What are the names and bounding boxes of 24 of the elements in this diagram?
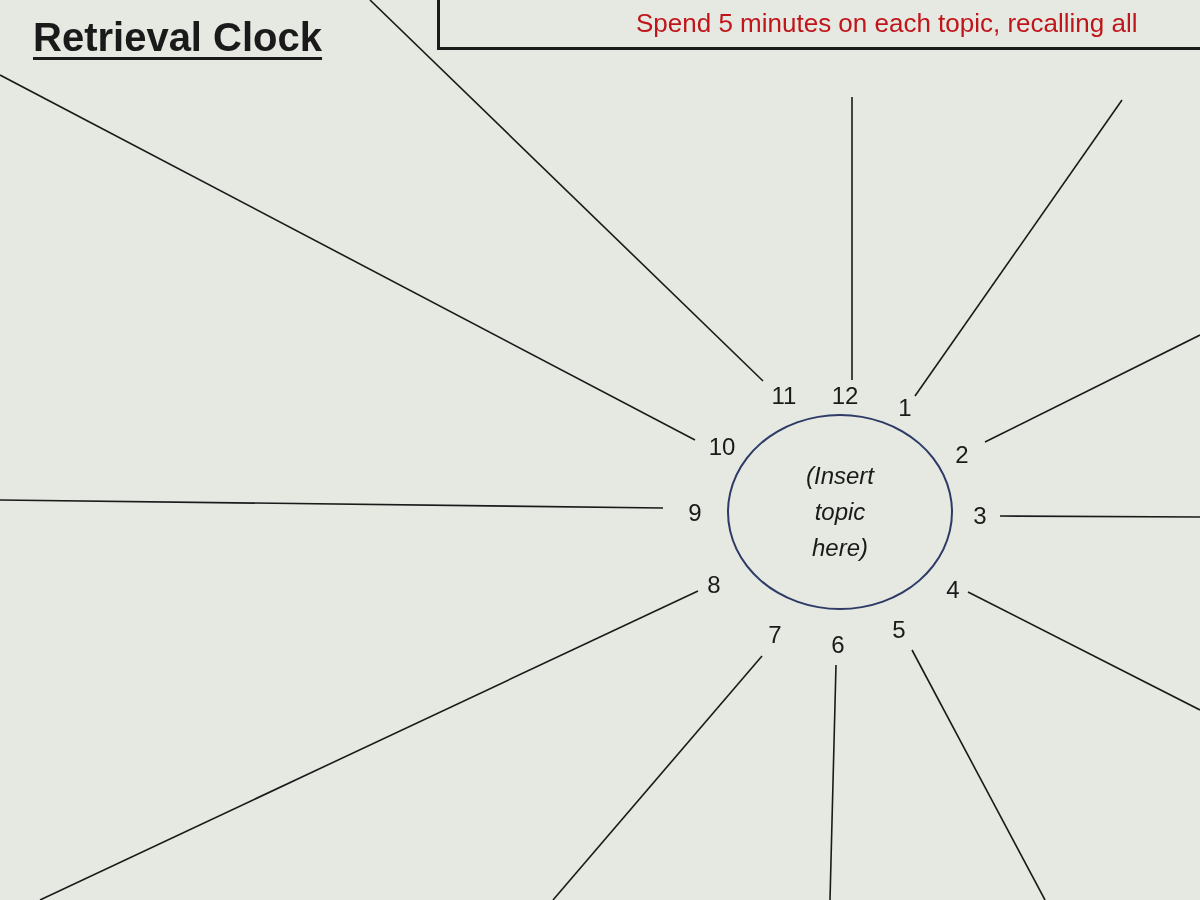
clock-line <box>39 590 699 900</box>
clock-number: 9 <box>688 501 702 525</box>
clock-number: 3 <box>973 504 987 528</box>
clock-line <box>999 515 1200 518</box>
clock-line <box>967 591 1200 711</box>
clock-line <box>552 655 763 900</box>
clock-number: 5 <box>892 618 906 642</box>
clock-line <box>0 74 696 441</box>
clock-number: 12 <box>831 384 859 408</box>
clock-number: 7 <box>768 623 782 647</box>
clock-number: 11 <box>771 384 797 408</box>
clock-number: 6 <box>831 633 845 657</box>
clock-line <box>914 99 1123 397</box>
clock-line <box>0 499 664 509</box>
page-title: Retrieval Clock <box>33 14 323 61</box>
clock-number: 2 <box>955 443 969 467</box>
instruction-box <box>437 0 1200 50</box>
clock-line <box>911 649 1046 900</box>
instruction-text: Spend 5 minutes on each topic, recalling all <box>636 6 1138 40</box>
clock-line <box>369 0 764 382</box>
clock-line <box>829 664 837 900</box>
clock-line <box>851 96 853 381</box>
clock-line <box>984 334 1200 443</box>
clock-number: 8 <box>707 573 721 597</box>
